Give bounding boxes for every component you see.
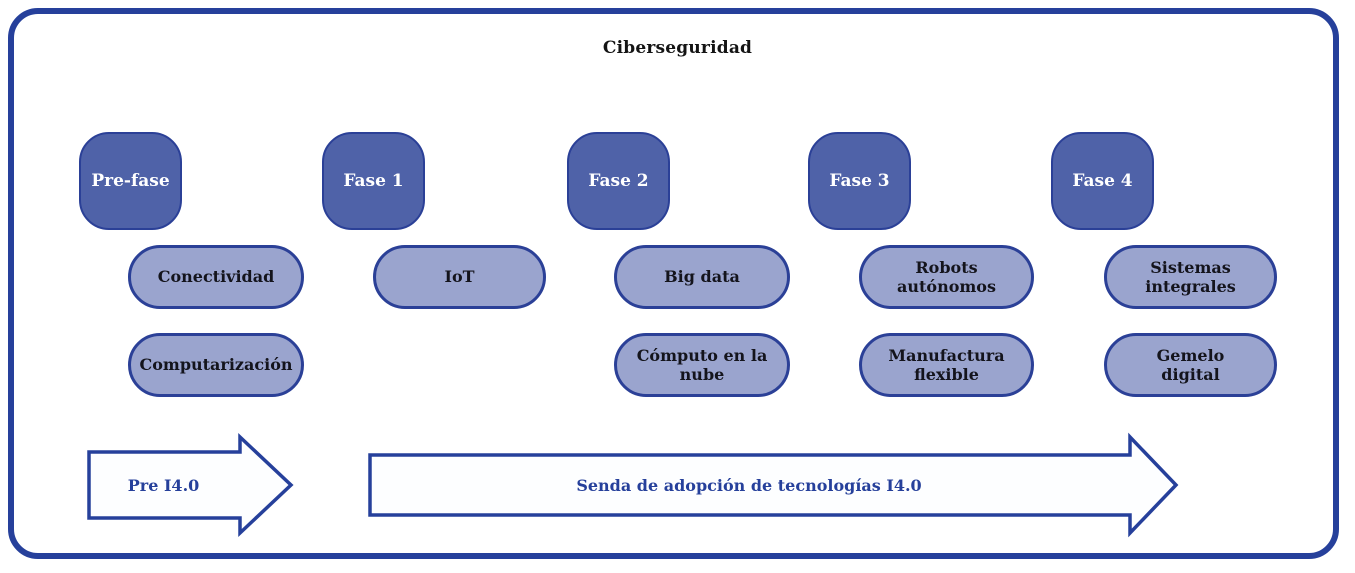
tech-pill-label: Computarización <box>139 355 293 375</box>
tech-pill-label: Gemelo digital <box>1156 345 1225 384</box>
diagram-title: Ciberseguridad <box>602 38 753 58</box>
pre-i40-arrow: Pre I4.0 <box>87 432 294 538</box>
phase-label: Fase 2 <box>588 171 649 191</box>
adoption-path-arrow-label: Senda de adopción de tecnologías I4.0 <box>576 475 922 495</box>
phase-label: Fase 1 <box>343 171 404 191</box>
right-arrow-icon <box>368 432 1179 538</box>
tech-pill-label: Sistemas integrales <box>1145 257 1236 296</box>
tech-pill-label: Big data <box>664 267 740 287</box>
phase-box-pre-fase: Pre-fase <box>79 132 182 230</box>
phase-box-fase-3: Fase 3 <box>808 132 911 230</box>
tech-pill-gemelo-digital: Gemelo digital <box>1104 333 1277 397</box>
tech-pill-computarizacion: Computarización <box>128 333 304 397</box>
tech-pill-sistemas-integrales: Sistemas integrales <box>1104 245 1277 309</box>
phase-label: Fase 3 <box>829 171 890 191</box>
phase-box-fase-4: Fase 4 <box>1051 132 1154 230</box>
tech-pill-label: IoT <box>444 267 475 287</box>
adoption-path-arrow: Senda de adopción de tecnologías I4.0 <box>368 432 1179 538</box>
phase-label: Pre-fase <box>91 171 170 191</box>
tech-pill-robots-autonomos: Robots autónomos <box>859 245 1034 309</box>
right-arrow-icon <box>87 432 294 538</box>
phase-label: Fase 4 <box>1072 171 1133 191</box>
tech-pill-label: Cómputo en la nube <box>636 345 768 384</box>
tech-pill-big-data: Big data <box>614 245 790 309</box>
tech-pill-label: Manufactura flexible <box>888 345 1005 384</box>
pre-i40-arrow-label: Pre I4.0 <box>127 475 200 495</box>
phase-box-fase-2: Fase 2 <box>567 132 670 230</box>
tech-pill-label: Conectividad <box>157 267 275 287</box>
tech-pill-computo-en-la-nube: Cómputo en la nube <box>614 333 790 397</box>
tech-pill-manufactura-flexible: Manufactura flexible <box>859 333 1034 397</box>
phase-box-fase-1: Fase 1 <box>322 132 425 230</box>
tech-pill-iot: IoT <box>373 245 546 309</box>
tech-pill-label: Robots autónomos <box>897 257 996 296</box>
outer-border-frame <box>8 8 1339 559</box>
tech-pill-conectividad: Conectividad <box>128 245 304 309</box>
